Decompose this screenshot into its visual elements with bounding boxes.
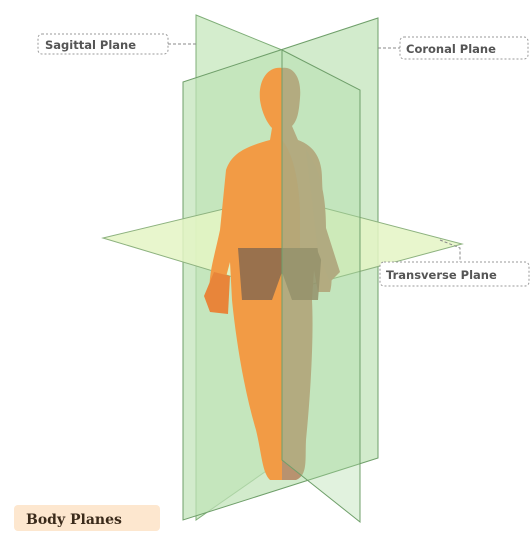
transverse-plane-label: Transverse Plane <box>386 268 497 282</box>
coronal-plane-label: Coronal Plane <box>406 42 496 56</box>
sagittal-label-group: Sagittal Plane <box>38 34 198 54</box>
title-group: Body Planes <box>14 505 160 531</box>
page-title: Body Planes <box>26 512 122 528</box>
sagittal-plane-front <box>282 50 360 522</box>
coronal-label-group: Coronal Plane <box>378 37 528 59</box>
sagittal-plane-label: Sagittal Plane <box>45 38 136 52</box>
